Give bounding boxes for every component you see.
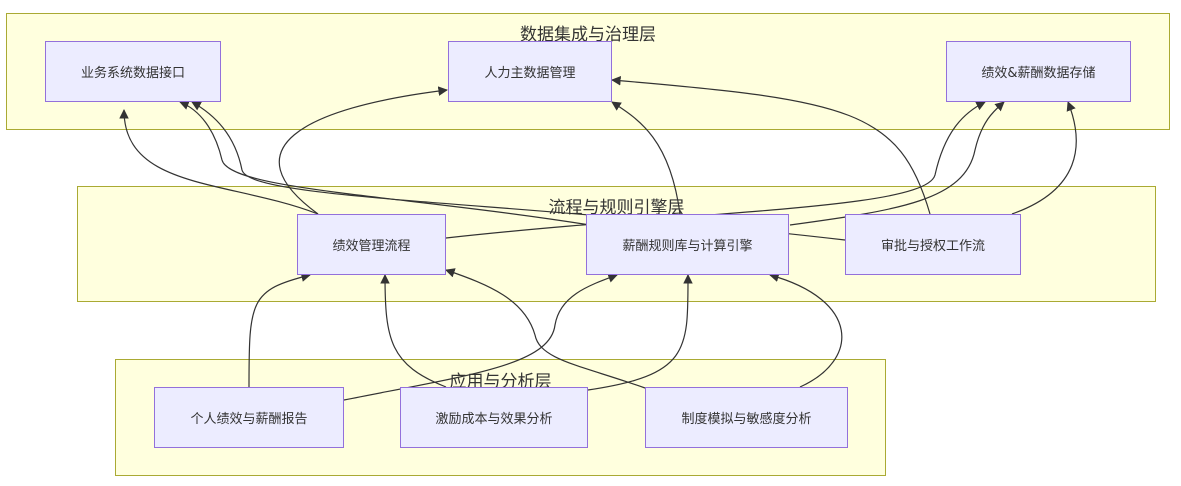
node-performance-process[interactable]: 绩效管理流程 xyxy=(297,214,446,275)
node-policy-simulation[interactable]: 制度模拟与敏感度分析 xyxy=(645,387,848,448)
node-cost-effect-analysis[interactable]: 激励成本与效果分析 xyxy=(400,387,588,448)
data-integration-layer-title: 数据集成与治理层 xyxy=(520,25,656,45)
node-approval-workflow[interactable]: 审批与授权工作流 xyxy=(845,214,1021,275)
node-pay-rules-engine[interactable]: 薪酬规则库与计算引擎 xyxy=(586,214,789,275)
node-perf-pay-storage[interactable]: 绩效&薪酬数据存储 xyxy=(946,41,1131,102)
node-hr-master-data[interactable]: 人力主数据管理 xyxy=(448,41,612,102)
node-personal-report[interactable]: 个人绩效与薪酬报告 xyxy=(154,387,344,448)
node-business-data-interface[interactable]: 业务系统数据接口 xyxy=(45,41,221,102)
